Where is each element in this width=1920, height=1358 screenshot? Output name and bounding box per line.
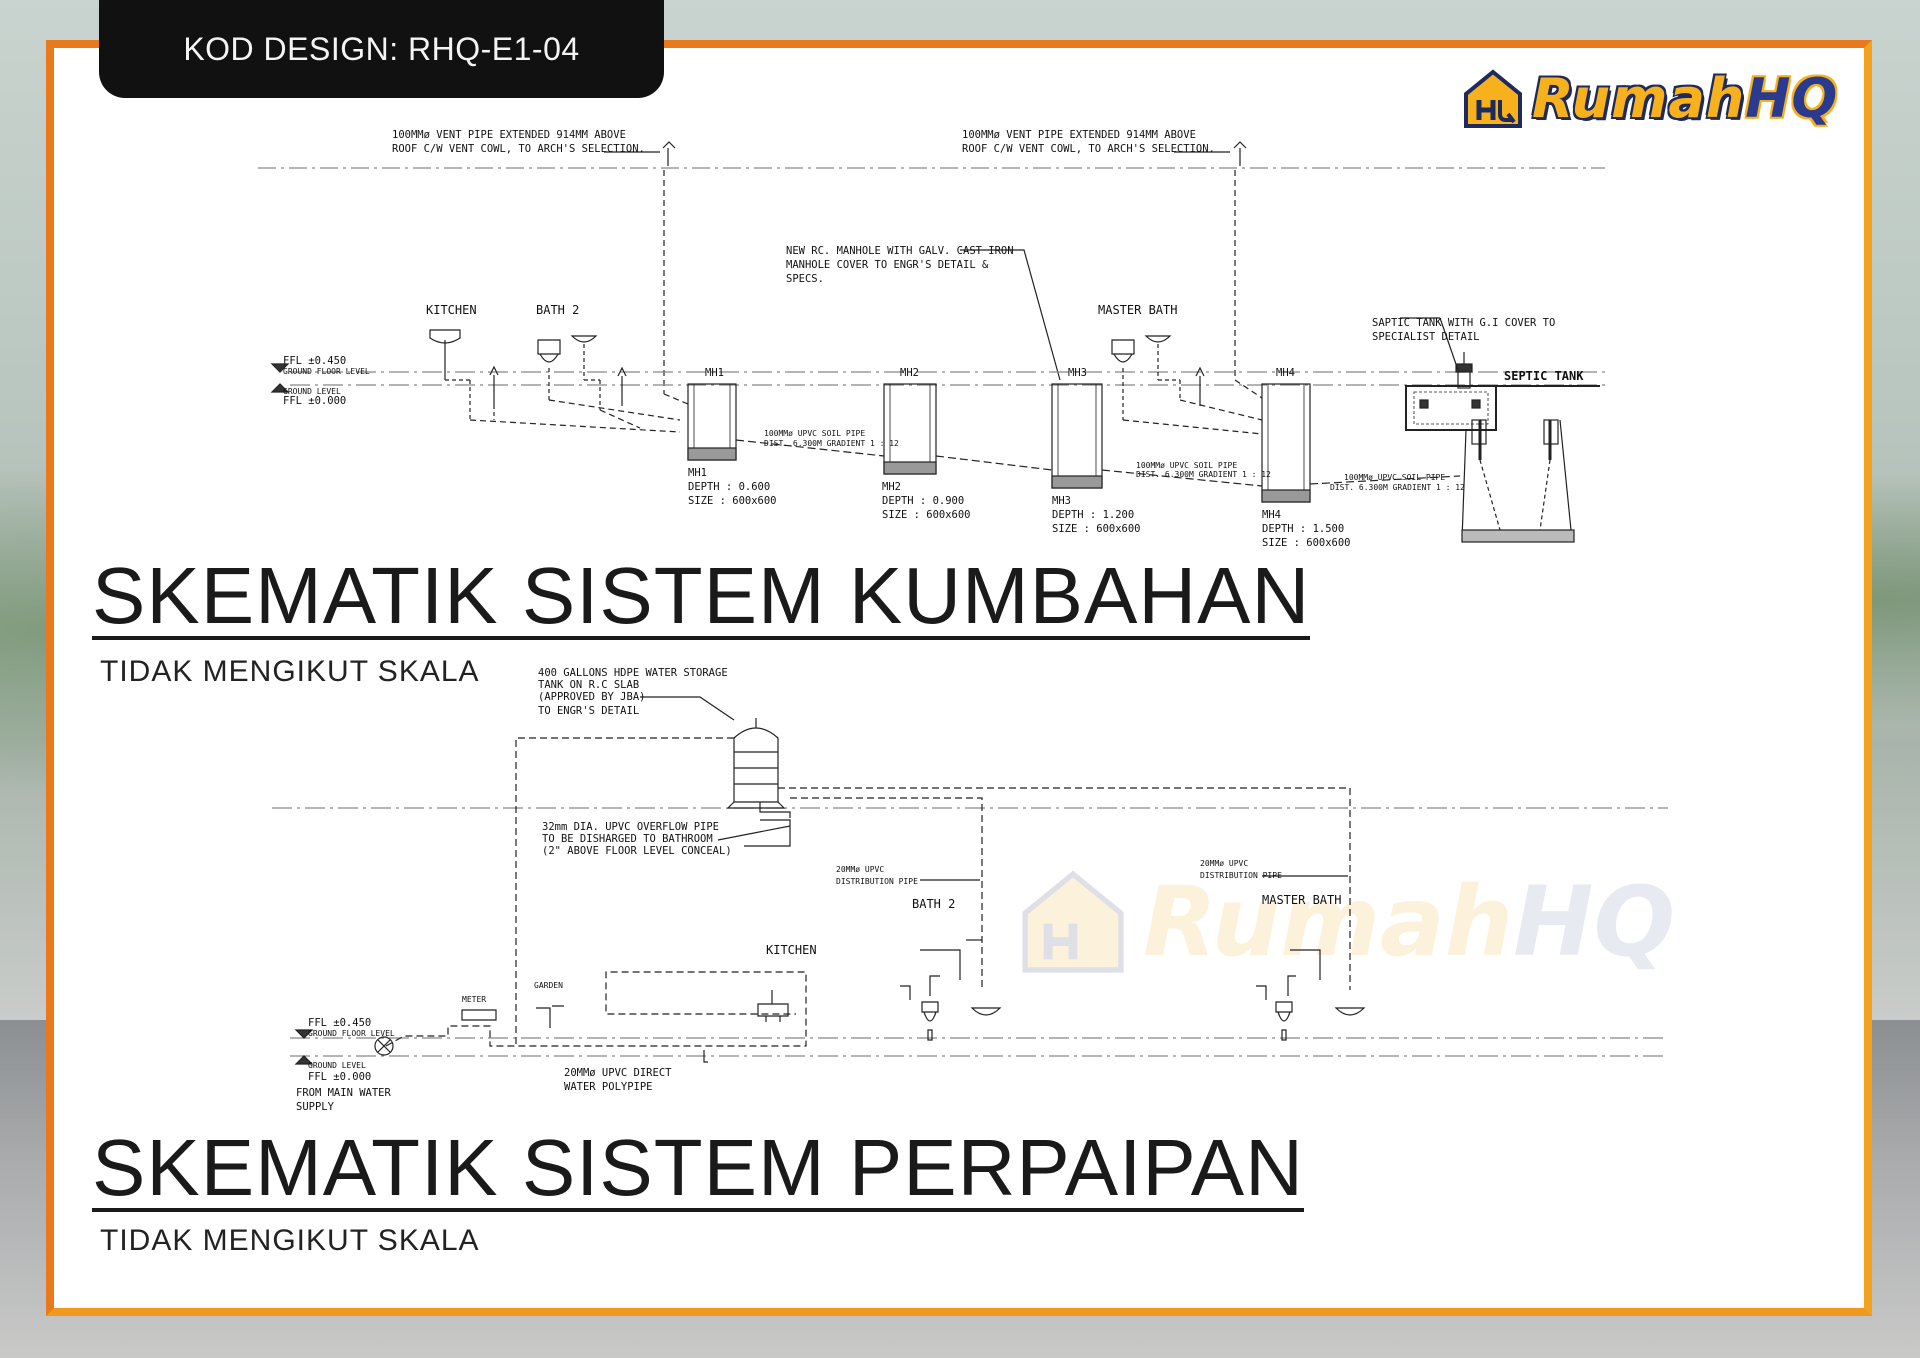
plumbing-title: SKEMATIK SISTEM PERPAIPAN	[92, 1123, 1304, 1212]
pipe-note-3-line2: DIST. 6.300M GRADIENT 1 : 12	[1330, 483, 1465, 492]
mh3-id: MH3	[1052, 495, 1071, 507]
meter-label: METER	[462, 995, 486, 1004]
overflow-line1: 32mm DIA. UPVC OVERFLOW PIPE	[542, 821, 719, 833]
mh1-id: MH1	[688, 467, 707, 479]
mh2-depth: DEPTH : 0.900	[882, 495, 964, 507]
mh3-size: SIZE : 600x600	[1052, 523, 1141, 535]
house-logo-icon	[1464, 69, 1522, 128]
manhole-mh1	[687, 383, 737, 461]
design-code-tab: KOD DESIGN: RHQ-E1-04	[99, 0, 664, 98]
plumbing-ffl-zero: FFL ±0.000	[308, 1071, 371, 1083]
main-supply-line1: FROM MAIN WATER	[296, 1087, 392, 1099]
overflow-line3: (2" ABOVE FLOOR LEVEL CONCEAL)	[542, 845, 732, 857]
sewer-kitchen-label: KITCHEN	[426, 303, 477, 317]
plumbing-ground-level: GROUND LEVEL	[308, 1061, 366, 1070]
vent-note-1-line2: ROOF C/W VENT COWL, TO ARCH'S SELECTION.	[392, 143, 645, 155]
tank-note-line2: TANK ON R.C SLAB	[538, 679, 639, 691]
vent-note-2-line1: 100MMø VENT PIPE EXTENDED 914MM ABOVE	[962, 129, 1196, 141]
pipe-note-1-line1: 100MMø UPVC SOIL PIPE	[764, 429, 865, 438]
mh4-top-id: MH4	[1276, 367, 1295, 379]
dist-pipe-line2: DISTRIBUTION PIPE	[836, 877, 918, 886]
dist-pipe2-line1: 20MMø UPVC	[1200, 859, 1248, 868]
plumbing-ffl-top: FFL ±0.450	[308, 1017, 371, 1029]
mh3-depth: DEPTH : 1.200	[1052, 509, 1134, 521]
direct-line1: 20MMø UPVC DIRECT	[564, 1067, 672, 1079]
manhole-note-line1: NEW RC. MANHOLE WITH GALV. CAST IRON	[786, 245, 1014, 257]
manhole-mh2	[883, 383, 937, 475]
garden-label: GARDEN	[534, 981, 563, 990]
plumbing-ground-floor-level: GROUND FLOOR LEVEL	[308, 1029, 395, 1038]
mh3-top-id: MH3	[1068, 367, 1087, 379]
mh1-size: SIZE : 600x600	[688, 495, 777, 507]
pipe-note-3-line1: 100MMø UPVC SOIL PIPE	[1344, 473, 1445, 482]
mh1-top-id: MH1	[705, 367, 724, 379]
plumbing-kitchen-label: KITCHEN	[766, 943, 817, 957]
manhole-note-line2: MANHOLE COVER TO ENGR'S DETAIL &	[786, 259, 989, 271]
mh2-id: MH2	[882, 481, 901, 493]
sewer-title: SKEMATIK SISTEM KUMBAHAN	[92, 551, 1311, 640]
water-tank	[726, 718, 786, 809]
dist-pipe-line1: 20MMø UPVC	[836, 865, 884, 874]
manhole-mh4	[1261, 383, 1311, 503]
sewer-ffl-top: FFL ±0.450	[283, 355, 346, 367]
brand-name: RumahHQ	[1532, 67, 1839, 130]
plumbing-bath2-label: BATH 2	[912, 897, 955, 911]
pipe-note-1-line2: DIST. 6.300M GRADIENT 1 : 12	[764, 439, 899, 448]
manhole-note-line3: SPECS.	[786, 273, 824, 285]
watermark-logo: RumahHQ	[1018, 862, 1798, 982]
tank-note-line4: TO ENGR'S DETAIL	[538, 705, 639, 717]
mh2-size: SIZE : 600x600	[882, 509, 971, 521]
mh4-size: SIZE : 600x600	[1262, 537, 1351, 549]
pipe-note-2-line2: DIST. 6.300M GRADIENT 1 : 12	[1136, 470, 1271, 479]
plumbing-master-bath-label: MASTER BATH	[1262, 893, 1341, 907]
sewer-master-bath-label: MASTER BATH	[1098, 303, 1177, 317]
mh4-depth: DEPTH : 1.500	[1262, 523, 1344, 535]
sewer-ground-floor-level: GROUND FLOOR LEVEL	[283, 367, 370, 376]
brand-logo: RumahHQ	[1462, 64, 1862, 134]
manhole-mh3	[1051, 383, 1103, 489]
pipe-note-2-line1: 100MMø UPVC SOIL PIPE	[1136, 461, 1237, 470]
design-code: KOD DESIGN: RHQ-E1-04	[183, 30, 580, 67]
plumbing-subtitle: TIDAK MENGIKUT SKALA	[100, 1224, 480, 1257]
mh4-id: MH4	[1262, 509, 1281, 521]
mh2-top-id: MH2	[900, 367, 919, 379]
drawing-sheet	[46, 40, 1872, 1316]
septic-note-line2: SPECIALIST DETAIL	[1372, 331, 1479, 343]
vent-note-2-line2: ROOF C/W VENT COWL, TO ARCH'S SELECTION.	[962, 143, 1215, 155]
vent-note-1-line1: 100MMø VENT PIPE EXTENDED 914MM ABOVE	[392, 129, 626, 141]
direct-line2: WATER POLYPIPE	[564, 1081, 653, 1093]
main-supply-line2: SUPPLY	[296, 1101, 335, 1113]
sewer-bath2-label: BATH 2	[536, 303, 579, 317]
watermark-text: RumahHQ	[1143, 866, 1676, 978]
mh1-depth: DEPTH : 0.600	[688, 481, 770, 493]
sewer-subtitle: TIDAK MENGIKUT SKALA	[100, 655, 480, 688]
overflow-line2: TO BE DISHARGED TO BATHROOM	[542, 833, 713, 845]
tank-note-line3: (APPROVED BY JBA)	[538, 691, 645, 703]
dist-pipe2-line2: DISTRIBUTION PIPE	[1200, 871, 1282, 880]
sewer-ffl-zero: FFL ±0.000	[283, 395, 346, 407]
tank-note-line1: 400 GALLONS HDPE WATER STORAGE	[538, 667, 728, 679]
sewer-ground-level: GROUND LEVEL	[283, 387, 341, 396]
septic-tank	[1405, 352, 1600, 543]
watermark-house-icon	[1022, 870, 1124, 973]
septic-label: SEPTIC TANK	[1504, 369, 1584, 383]
septic-note-line1: SAPTIC TANK WITH G.I COVER TO	[1372, 317, 1555, 329]
